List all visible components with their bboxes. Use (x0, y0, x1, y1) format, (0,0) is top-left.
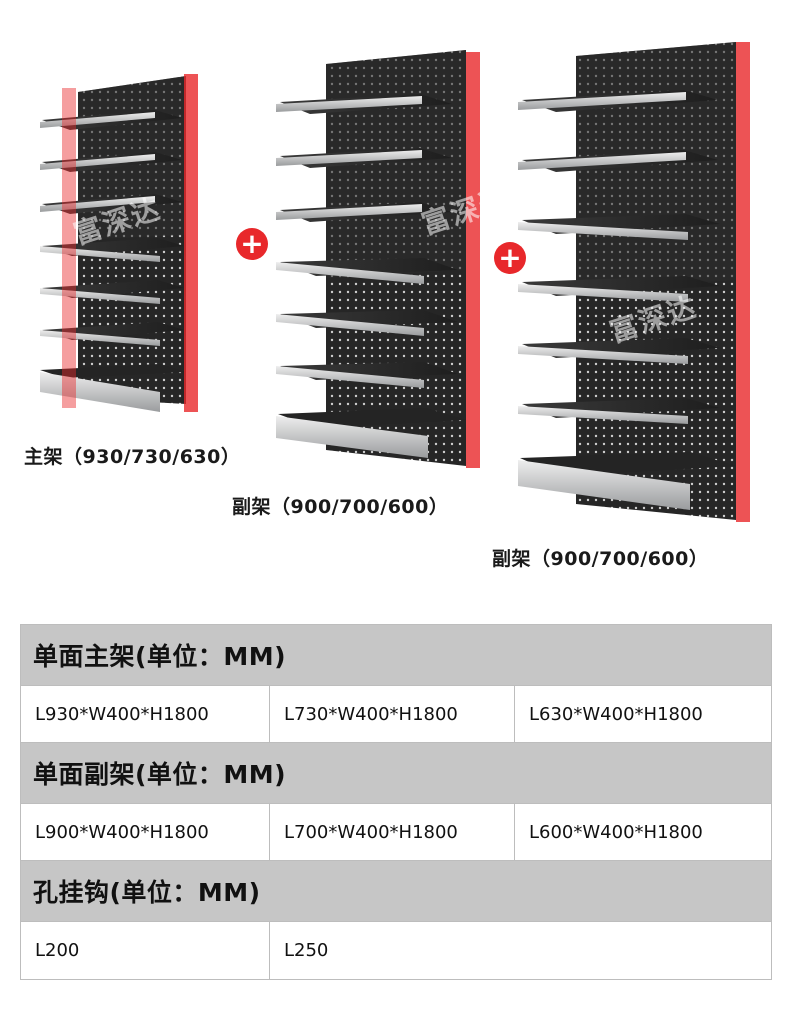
table-row: L930*W400*H1800 L730*W400*H1800 L630*W40… (21, 686, 771, 743)
sub-shelf-unit-1 (276, 50, 480, 468)
plus-icon: + (236, 228, 268, 260)
section-header-main: 单面主架(单位：MM) (21, 625, 771, 686)
section-header-sub: 单面副架(单位：MM) (21, 743, 771, 804)
sub-unit-2-caption: 副架（900/700/600） (492, 548, 709, 570)
plus-icon: + (494, 242, 526, 274)
sub-shelf-unit-2 (518, 42, 750, 522)
size-cell: L200 (21, 922, 270, 979)
size-cell: L630*W400*H1800 (529, 703, 703, 725)
section-header-hook: 孔挂钩(单位：MM) (21, 861, 771, 922)
spec-table: 单面主架(单位：MM) L930*W400*H1800 L730*W400*H1… (20, 624, 772, 980)
sub-unit-1-caption: 副架（900/700/600） (232, 496, 449, 518)
main-unit-caption: 主架（930/730/630） (24, 446, 241, 468)
size-cell: L700*W400*H1800 (270, 804, 515, 860)
size-cell: L730*W400*H1800 (270, 686, 515, 742)
table-row: L200 L250 (21, 922, 771, 979)
table-row: L900*W400*H1800 L700*W400*H1800 L600*W40… (21, 804, 771, 861)
shelving-illustration (40, 42, 750, 522)
main-shelf-unit (40, 74, 198, 412)
size-cell: L900*W400*H1800 (21, 804, 270, 860)
size-cell: L930*W400*H1800 (21, 686, 270, 742)
size-cell: L250 (284, 940, 329, 961)
size-cell: L600*W400*H1800 (529, 821, 703, 843)
